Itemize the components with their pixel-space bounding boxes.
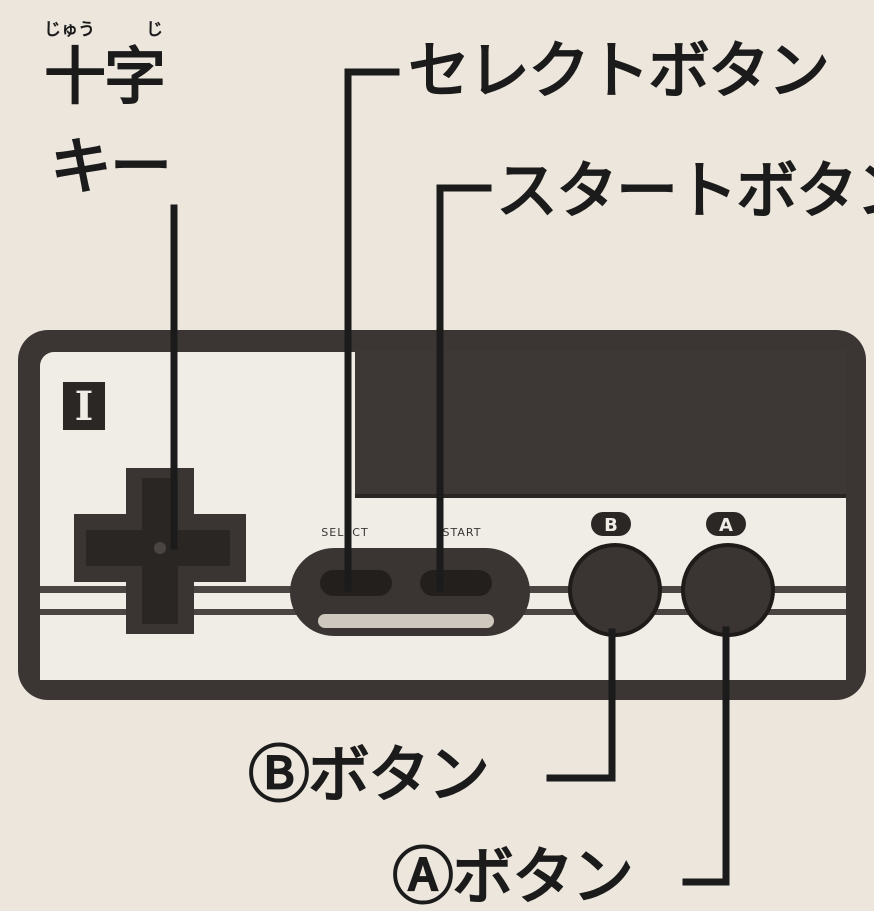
player-badge-text: I xyxy=(75,383,94,430)
juji-label-line2: キー xyxy=(50,130,172,203)
leader-select xyxy=(344,68,400,592)
label-panel xyxy=(355,350,846,496)
label-panel-edge xyxy=(355,494,846,498)
select-button[interactable] xyxy=(320,570,392,596)
a-tag-text: A xyxy=(719,515,733,536)
dpad-center xyxy=(154,542,166,554)
bottom-band xyxy=(40,660,846,680)
start-button[interactable] xyxy=(420,570,492,596)
juji-label-line1: 十字 xyxy=(44,40,166,113)
juji-ruby-ju: じゅう xyxy=(44,20,95,40)
juji-ruby-ji: じ xyxy=(146,20,163,40)
a-button[interactable] xyxy=(683,545,773,635)
a-button-label: Ⓐボタン xyxy=(392,840,634,911)
leader-a xyxy=(682,626,730,886)
start-button-label: スタートボタン xyxy=(496,154,874,227)
a-tag xyxy=(706,512,746,536)
select-start-slot xyxy=(318,614,494,628)
b-tag xyxy=(591,512,631,536)
player-badge xyxy=(63,382,105,430)
leader-b xyxy=(546,628,616,782)
start-text: START xyxy=(443,526,482,539)
b-button-label: Ⓑボタン xyxy=(248,738,490,811)
b-button[interactable] xyxy=(570,545,660,635)
select-button-label: セレクトボタン xyxy=(408,34,830,107)
b-tag-text: B xyxy=(604,515,618,536)
leader-start xyxy=(436,184,492,592)
